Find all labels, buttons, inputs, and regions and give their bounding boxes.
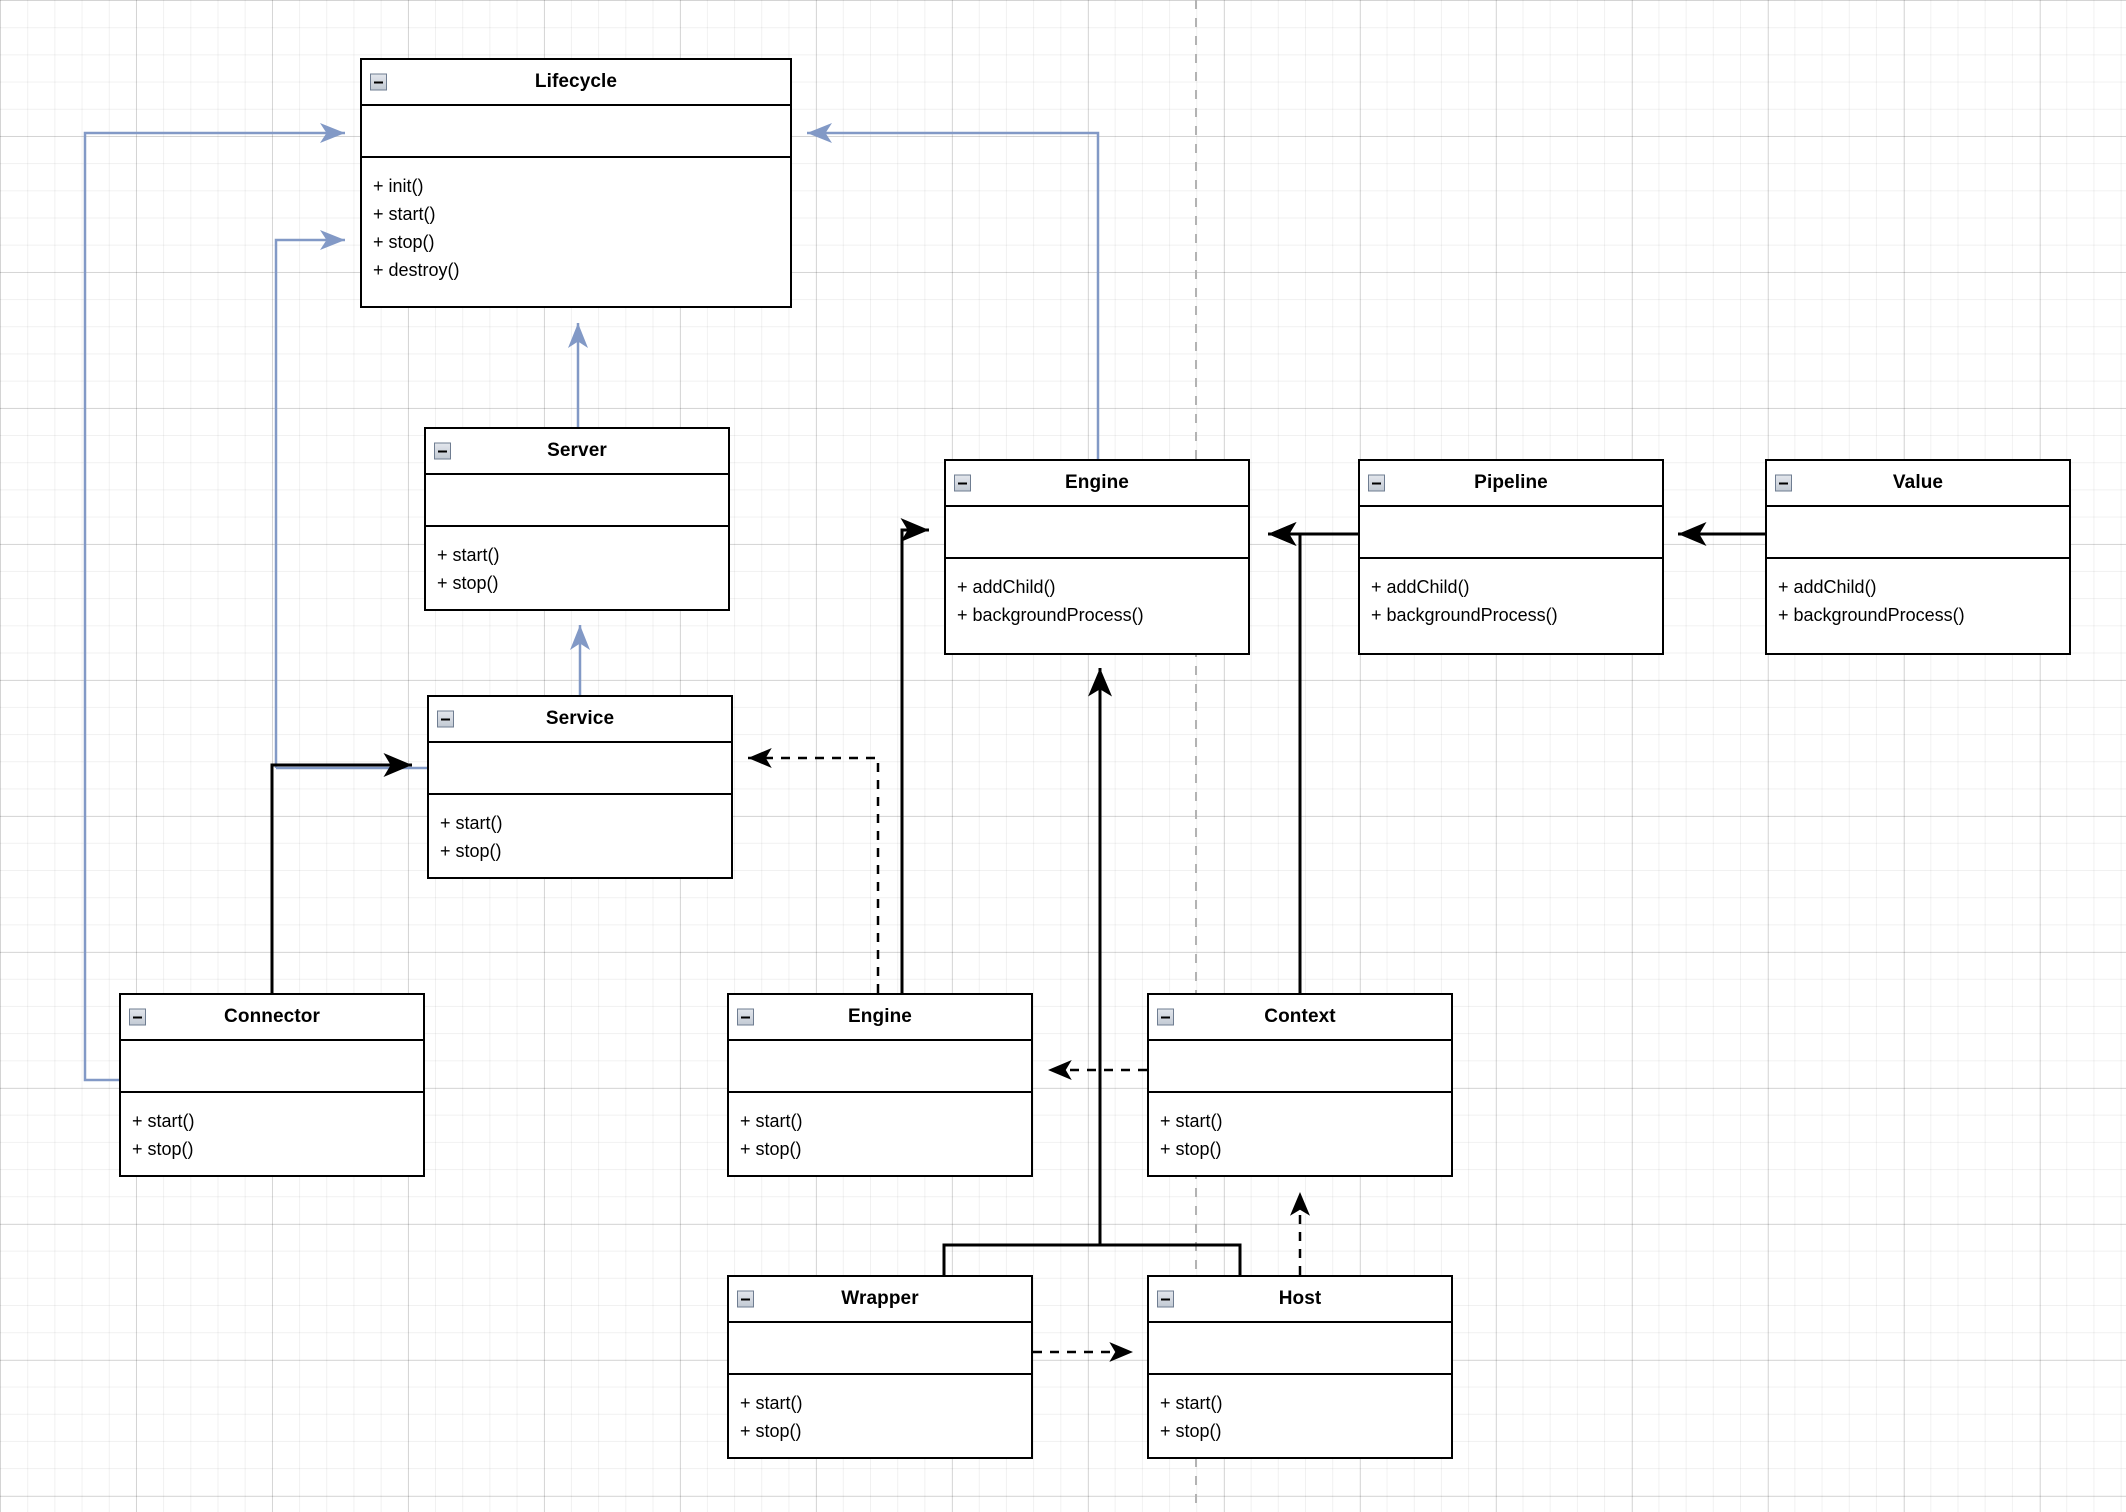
class-method: + start() [740,1111,803,1131]
class-methods-compartment: + addChild() + backgroundProcess() [946,559,1248,639]
collapse-icon[interactable] [370,73,387,91]
collapse-icon[interactable] [1368,474,1385,492]
class-methods-compartment: + start() + stop() [729,1375,1031,1455]
class-box-context[interactable]: Context + start() + stop() [1147,993,1453,1177]
class-name: Value [1892,472,1944,493]
class-name: Wrapper [841,1288,919,1309]
collapse-icon[interactable] [737,1008,754,1026]
class-name: Engine [1065,472,1129,493]
class-name: Pipeline [1474,472,1548,493]
class-method: + start() [437,545,500,565]
class-attributes-compartment [426,475,728,527]
class-methods-compartment: + start() + stop() [729,1093,1031,1173]
class-method: + stop() [1160,1421,1222,1441]
class-title-bar: Pipeline [1360,461,1662,507]
collapse-icon[interactable] [129,1008,146,1026]
collapse-icon[interactable] [737,1290,754,1308]
edge-engine-top-to-lifecycle [807,123,1100,459]
class-title-bar: Service [429,697,731,743]
collapse-icon[interactable] [1775,474,1792,492]
class-box-pipeline[interactable]: Pipeline + addChild() + backgroundProces… [1358,459,1664,655]
class-method: + destroy() [373,260,460,280]
class-box-engine-top[interactable]: Engine + addChild() + backgroundProcess(… [944,459,1250,655]
class-name: Connector [224,1006,320,1027]
class-attributes-compartment [362,106,790,158]
class-method: + start() [740,1393,803,1413]
class-method: + stop() [740,1421,802,1441]
class-method: + start() [440,813,503,833]
class-method: + start() [1160,1111,1223,1131]
class-attributes-compartment [1360,507,1662,559]
class-method: + addChild() [1778,577,1877,597]
edge-connector-to-lifecycle [83,123,345,1082]
collapse-icon[interactable] [1157,1008,1174,1026]
class-attributes-compartment [1149,1323,1451,1375]
edge-engine-bottom-to-service [748,748,880,993]
class-method: + start() [132,1111,195,1131]
class-title-bar: Context [1149,995,1451,1041]
class-attributes-compartment [729,1323,1031,1375]
collapse-icon[interactable] [954,474,971,492]
class-title-bar: Engine [946,461,1248,507]
edge-engine-riser-to-engine-top [900,518,929,993]
class-box-engine-bottom[interactable]: Engine + start() + stop() [727,993,1033,1177]
class-method: + addChild() [1371,577,1470,597]
class-method: + backgroundProcess() [957,605,1144,625]
edge-wrapper-host-bracket [942,1243,1242,1275]
class-methods-compartment: + start() + stop() [429,795,731,875]
class-method: + backgroundProcess() [1778,605,1965,625]
class-attributes-compartment [1149,1041,1451,1093]
class-method: + backgroundProcess() [1371,605,1558,625]
class-attributes-compartment [429,743,731,795]
class-method: + stop() [373,232,435,252]
class-name: Service [545,708,615,729]
class-method: + stop() [132,1139,194,1159]
class-box-connector[interactable]: Connector + start() + stop() [119,993,425,1177]
class-method: + addChild() [957,577,1056,597]
class-method: + stop() [440,841,502,861]
class-method: + stop() [740,1139,802,1159]
class-box-wrapper[interactable]: Wrapper + start() + stop() [727,1275,1033,1459]
edge-connector-to-service [270,753,412,993]
class-methods-compartment: + start() + stop() [426,527,728,607]
collapse-icon[interactable] [1157,1290,1174,1308]
class-methods-compartment: + start() + stop() [1149,1375,1451,1455]
class-title-bar: Engine [729,995,1031,1041]
class-method: + stop() [437,573,499,593]
class-name: Engine [848,1006,912,1027]
class-method: + init() [373,176,424,196]
collapse-icon[interactable] [437,710,454,728]
class-methods-compartment: + addChild() + backgroundProcess() [1360,559,1662,639]
class-attributes-compartment [729,1041,1031,1093]
class-title-bar: Wrapper [729,1277,1031,1323]
class-name: Server [547,440,607,461]
class-method: + stop() [1160,1139,1222,1159]
class-title-bar: Value [1767,461,2069,507]
class-methods-compartment: + start() + stop() [121,1093,423,1173]
class-attributes-compartment [121,1041,423,1093]
class-title-bar: Connector [121,995,423,1041]
class-box-lifecycle[interactable]: Lifecycle + init() + start() + stop() + … [360,58,792,308]
class-title-bar: Lifecycle [362,60,790,106]
class-box-service[interactable]: Service + start() + stop() [427,695,733,879]
class-methods-compartment: + addChild() + backgroundProcess() [1767,559,2069,639]
class-box-server[interactable]: Server + start() + stop() [424,427,730,611]
class-box-host[interactable]: Host + start() + stop() [1147,1275,1453,1459]
class-methods-compartment: + init() + start() + stop() + destroy() [362,158,790,294]
class-title-bar: Server [426,429,728,475]
class-title-bar: Host [1149,1277,1451,1323]
class-attributes-compartment [1767,507,2069,559]
class-box-value[interactable]: Value + addChild() + backgroundProcess() [1765,459,2071,655]
class-method: + start() [1160,1393,1223,1413]
class-name: Context [1264,1006,1336,1027]
class-attributes-compartment [946,507,1248,559]
class-name: Lifecycle [534,71,618,92]
collapse-icon[interactable] [434,442,451,460]
class-method: + start() [373,204,436,224]
edge-service-to-lifecycle [274,230,345,768]
class-methods-compartment: + start() + stop() [1149,1093,1451,1173]
edge-context-to-engine-top [1268,522,1302,993]
class-name: Host [1278,1288,1322,1309]
